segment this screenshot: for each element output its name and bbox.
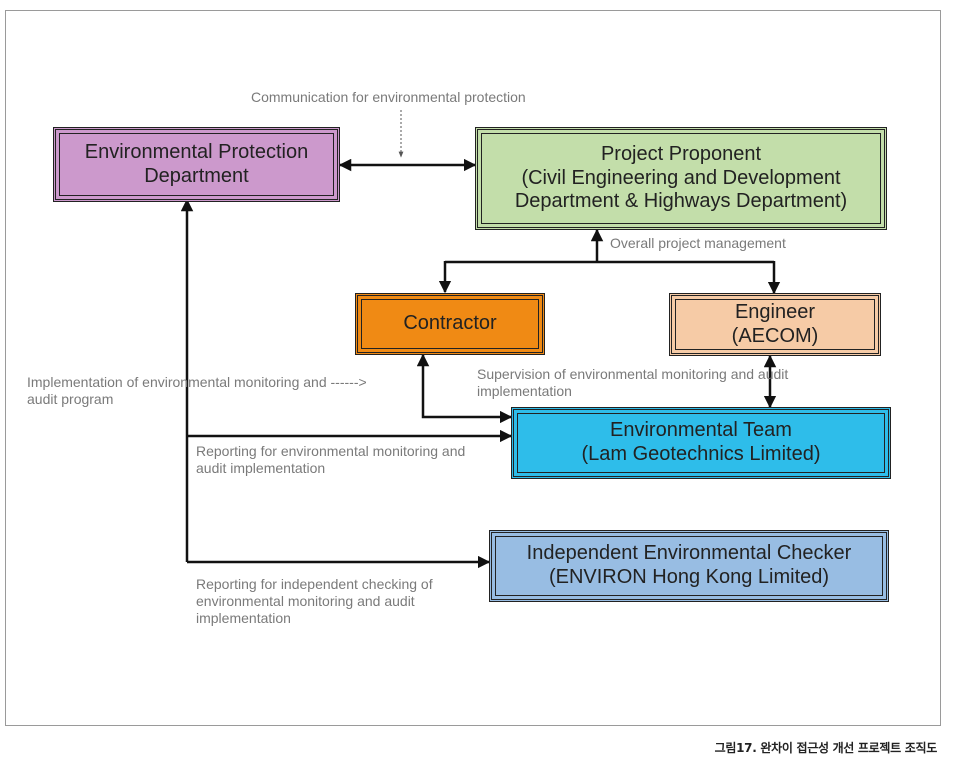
contractor-envteam-arrow xyxy=(416,353,513,424)
contractor-label: Contractor xyxy=(403,312,497,335)
reporting-iec-label: Reporting for independent checking of en… xyxy=(196,576,433,626)
epd-box: Environmental Protection Department xyxy=(53,127,340,202)
contractor-box: Contractor xyxy=(355,293,545,355)
engineer-label: Engineer (AECOM) xyxy=(731,300,819,347)
overall-management-label: Overall project management xyxy=(610,235,786,251)
epd-box-label: Environmental Protection Department xyxy=(84,140,309,187)
project-proponent-box: Project Proponent (Civil Engineering and… xyxy=(475,127,887,230)
supervision-label: Supervision of environmental monitoring … xyxy=(477,366,789,399)
environmental-team-label: Environmental Team (Lam Geotechnics Limi… xyxy=(581,419,821,465)
engineer-box: Engineer (AECOM) xyxy=(669,293,881,356)
figure-caption: 그림17. 완차이 접근성 개선 프로젝트 조직도 xyxy=(714,741,938,755)
implementation-label: Implementation of environmental monitori… xyxy=(27,374,367,407)
environmental-team-box: Environmental Team (Lam Geotechnics Limi… xyxy=(511,407,891,479)
iec-label: Independent Environmental Checker (ENVIR… xyxy=(526,542,852,588)
project-proponent-label: Project Proponent (Civil Engineering and… xyxy=(514,143,848,213)
iec-box: Independent Environmental Checker (ENVIR… xyxy=(489,530,889,602)
communication-label: Communication for environmental protecti… xyxy=(251,89,526,105)
reporting-et-label: Reporting for environmental monitoring a… xyxy=(196,443,466,476)
